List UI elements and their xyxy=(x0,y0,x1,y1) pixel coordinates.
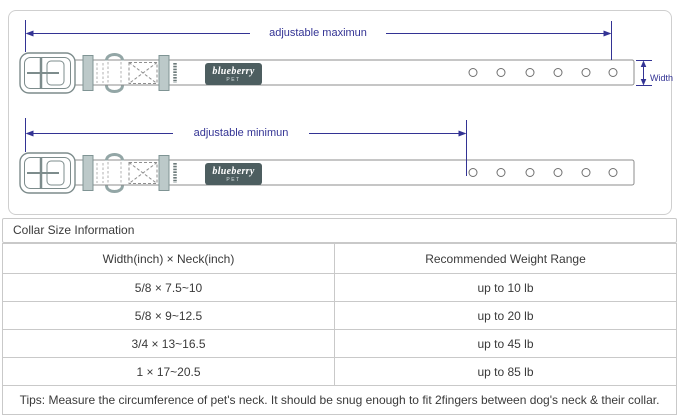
size-cell: 1 × 17~20.5 xyxy=(2,357,335,386)
weight-cell: up to 85 lb xyxy=(334,357,677,386)
brand-logo-subtext: PET xyxy=(226,77,241,83)
weight-cell: up to 20 lb xyxy=(334,301,677,330)
brand-logo: blueberry PET xyxy=(205,163,262,185)
width-dimension-arrow xyxy=(636,60,652,86)
weight-cell: up to 10 lb xyxy=(334,273,677,302)
size-cell: 3/4 × 13~16.5 xyxy=(2,329,335,358)
collar-size-section: Collar Size Information Width(inch) × Ne… xyxy=(2,218,677,415)
table-row: 5/8 × 7.5~10 up to 10 lb xyxy=(2,273,677,302)
table-header-row: Width(inch) × Neck(inch) Recommended Wei… xyxy=(2,243,677,274)
strap xyxy=(67,159,635,186)
col-header-size: Width(inch) × Neck(inch) xyxy=(2,243,335,274)
strap-holes xyxy=(468,68,618,77)
brand-logo: blueberry PET xyxy=(205,63,262,85)
weight-cell: up to 45 lb xyxy=(334,329,677,358)
strap-holes xyxy=(468,168,618,177)
col-header-weight: Recommended Weight Range xyxy=(334,243,677,274)
table-row: 3/4 × 13~16.5 up to 45 lb xyxy=(2,329,677,358)
tips-text: Tips: Measure the circumference of pet's… xyxy=(2,385,677,415)
table-row: 5/8 × 9~12.5 up to 20 lb xyxy=(2,301,677,330)
collar-min xyxy=(18,118,635,195)
adjustable-maximum-label: adjustable maximun xyxy=(250,27,386,40)
brand-logo-subtext: PET xyxy=(226,177,241,183)
brand-logo-text: blueberry xyxy=(212,166,255,177)
size-cell: 5/8 × 9~12.5 xyxy=(2,301,335,330)
section-title: Collar Size Information xyxy=(2,218,677,243)
brand-logo-text: blueberry xyxy=(212,66,255,77)
tips-row: Tips: Measure the circumference of pet's… xyxy=(2,385,677,415)
adjustable-minimum-label: adjustable minimun xyxy=(173,127,309,140)
table-row: 1 × 17~20.5 up to 85 lb xyxy=(2,357,677,386)
strap xyxy=(67,59,635,86)
size-cell: 5/8 × 7.5~10 xyxy=(2,273,335,302)
width-label: Width xyxy=(650,73,674,83)
size-table: Width(inch) × Neck(inch) Recommended Wei… xyxy=(2,243,677,415)
